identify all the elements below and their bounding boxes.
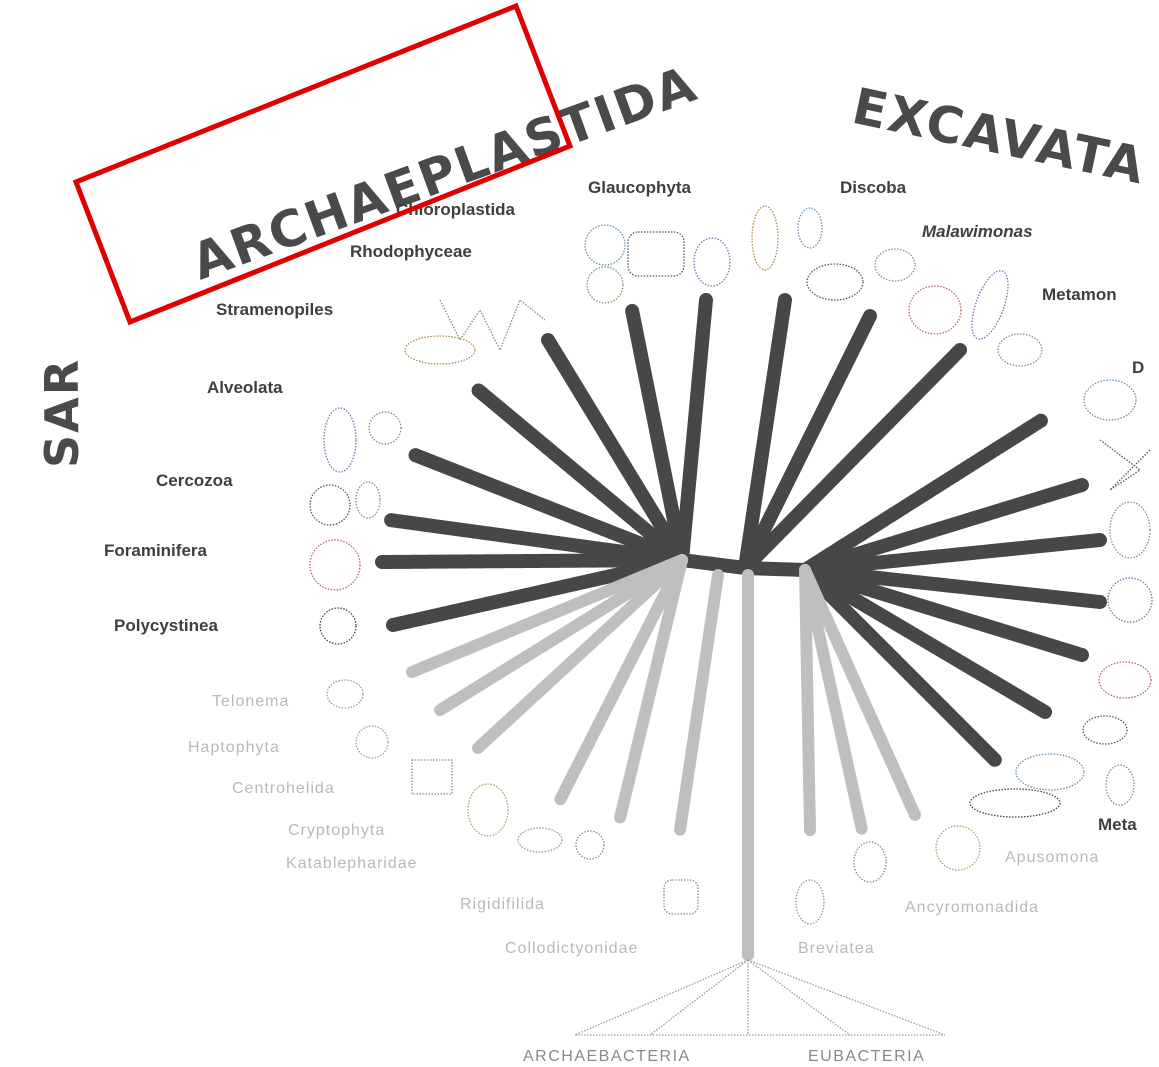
branch-rhodophyceae — [541, 333, 689, 567]
label-alveolata: Alveolata — [207, 378, 283, 397]
label-ancyromonadida: Ancyromonadida — [905, 899, 1039, 916]
organism-right-a-icon — [1083, 379, 1137, 421]
label-collodictyonidae: Collodictyonidae — [505, 940, 638, 957]
label-stramenopiles: Stramenopiles — [216, 300, 333, 319]
branch-rigidifilida — [674, 569, 724, 836]
tree-branches — [375, 293, 1107, 961]
label-polycystinea: Polycystinea — [114, 616, 218, 635]
label-eubacteria: EUBACTERIA — [808, 1048, 925, 1065]
branch-right-2 — [798, 478, 1089, 577]
branch-telonema — [406, 554, 688, 678]
label-rhodophyceae: Rhodophyceae — [350, 242, 472, 261]
organism-katablepharid-icon — [517, 827, 563, 853]
branch-breviatea — [799, 564, 816, 836]
branch-katablepharidae — [614, 554, 688, 824]
organism-right-c-icon — [1109, 501, 1151, 559]
organism-haptophyte-icon — [355, 725, 389, 759]
organism-right-d-icon — [1107, 577, 1153, 623]
organism-metamonad2-icon — [971, 270, 1009, 340]
organism-ancyromonad-icon — [853, 841, 887, 883]
label-glaucophyta: Glaucophyta — [588, 178, 692, 197]
label-foraminifera: Foraminifera — [104, 541, 208, 560]
branch-discoba — [738, 293, 792, 575]
organism-excavate-icon — [874, 248, 916, 282]
organism-beetle-icon — [1105, 764, 1135, 806]
branch-cryptophyta — [554, 554, 688, 806]
organism-discoba-icon — [797, 207, 823, 249]
organism-metamonad-icon — [908, 285, 962, 335]
branch-haptophyta — [434, 554, 688, 716]
branch-right-1 — [798, 413, 1049, 577]
organism-alveolate-icon — [323, 407, 357, 473]
label-malawimonas: Malawimonas — [922, 222, 1033, 241]
organism-algae-icon — [627, 231, 685, 277]
organism-rigidifilid-icon — [575, 830, 605, 860]
organism-flagellate-icon — [751, 205, 779, 271]
organism-cell-icon — [693, 237, 731, 287]
branch-right-7 — [798, 563, 1002, 767]
organism-cercozoa-icon — [309, 484, 351, 526]
supergroup-sar: SAR — [35, 358, 89, 468]
organism-breviate-icon — [795, 879, 825, 925]
branch-right-4 — [798, 563, 1107, 609]
organism-right-cell-icon — [997, 333, 1043, 367]
branch-alveolata — [408, 448, 689, 567]
label-metazoa: Meta — [1098, 815, 1137, 834]
label-telonema: Telonema — [212, 693, 289, 710]
organism-right-e-icon — [1098, 661, 1152, 699]
organism-ciliate-icon — [368, 411, 402, 445]
organism-illustrations — [309, 205, 1153, 1036]
organism-diatom-icon — [404, 335, 476, 365]
branch-centrohelida — [472, 554, 688, 754]
organism-cryptophyte-icon — [467, 783, 509, 837]
branch-chloroplastida — [625, 303, 689, 567]
label-archaebacteria: ARCHAEBACTERIA — [523, 1048, 691, 1065]
organism-stramenopile-icon — [439, 298, 546, 352]
label-rigidifilida: Rigidifilida — [460, 896, 545, 913]
bacteria-fan-icon — [574, 959, 946, 1036]
branch-glaucophyta — [675, 293, 713, 567]
branch-polycystinea — [386, 553, 689, 632]
branch-right-3 — [798, 533, 1107, 577]
organism-collodictyonid-icon — [663, 879, 699, 915]
organism-fish-icon — [969, 788, 1061, 818]
branch-malawimonas — [738, 309, 877, 575]
organism-polycystine-icon — [319, 607, 357, 645]
organism-right-b-icon — [1099, 439, 1151, 491]
label-haptophyta: Haptophyta — [188, 739, 280, 756]
branch-right-6 — [798, 563, 1052, 719]
label-metamonada: Metamon — [1042, 285, 1117, 304]
organism-chloroplastid-icon — [586, 266, 624, 304]
branch-right-5 — [798, 563, 1089, 662]
organism-telonema-icon — [326, 679, 364, 709]
branch-ancyromonadida — [799, 564, 868, 836]
organism-right-f-icon — [1082, 715, 1128, 745]
branch-stramenopiles — [471, 383, 689, 567]
label-apusomonadida: Apusomona — [1005, 849, 1099, 866]
organism-apusomonad-icon — [935, 825, 981, 871]
label-centrohelida: Centrohelida — [232, 780, 335, 797]
highlight-box — [72, 2, 574, 326]
organism-foraminifera-icon — [309, 539, 361, 591]
branch-foraminifera — [375, 553, 689, 569]
label-katablepharidae: Katablepharidae — [286, 855, 418, 872]
organism-fungus-icon — [1015, 753, 1085, 791]
organism-centrohelid-icon — [411, 759, 453, 795]
organism-glaucophyte-icon — [584, 224, 626, 266]
organism-cercozoa2-icon — [355, 481, 381, 519]
label-discoba: Discoba — [840, 178, 907, 197]
label-cryptophyta: Cryptophyta — [288, 822, 385, 839]
branch-metamonada — [738, 343, 967, 575]
label-cercozoa: Cercozoa — [156, 471, 233, 490]
organism-malawimonas-icon — [806, 263, 864, 301]
label-breviatea: Breviatea — [798, 940, 875, 957]
branch-apusomonadida — [799, 564, 921, 821]
label-right-d: D — [1132, 358, 1144, 377]
